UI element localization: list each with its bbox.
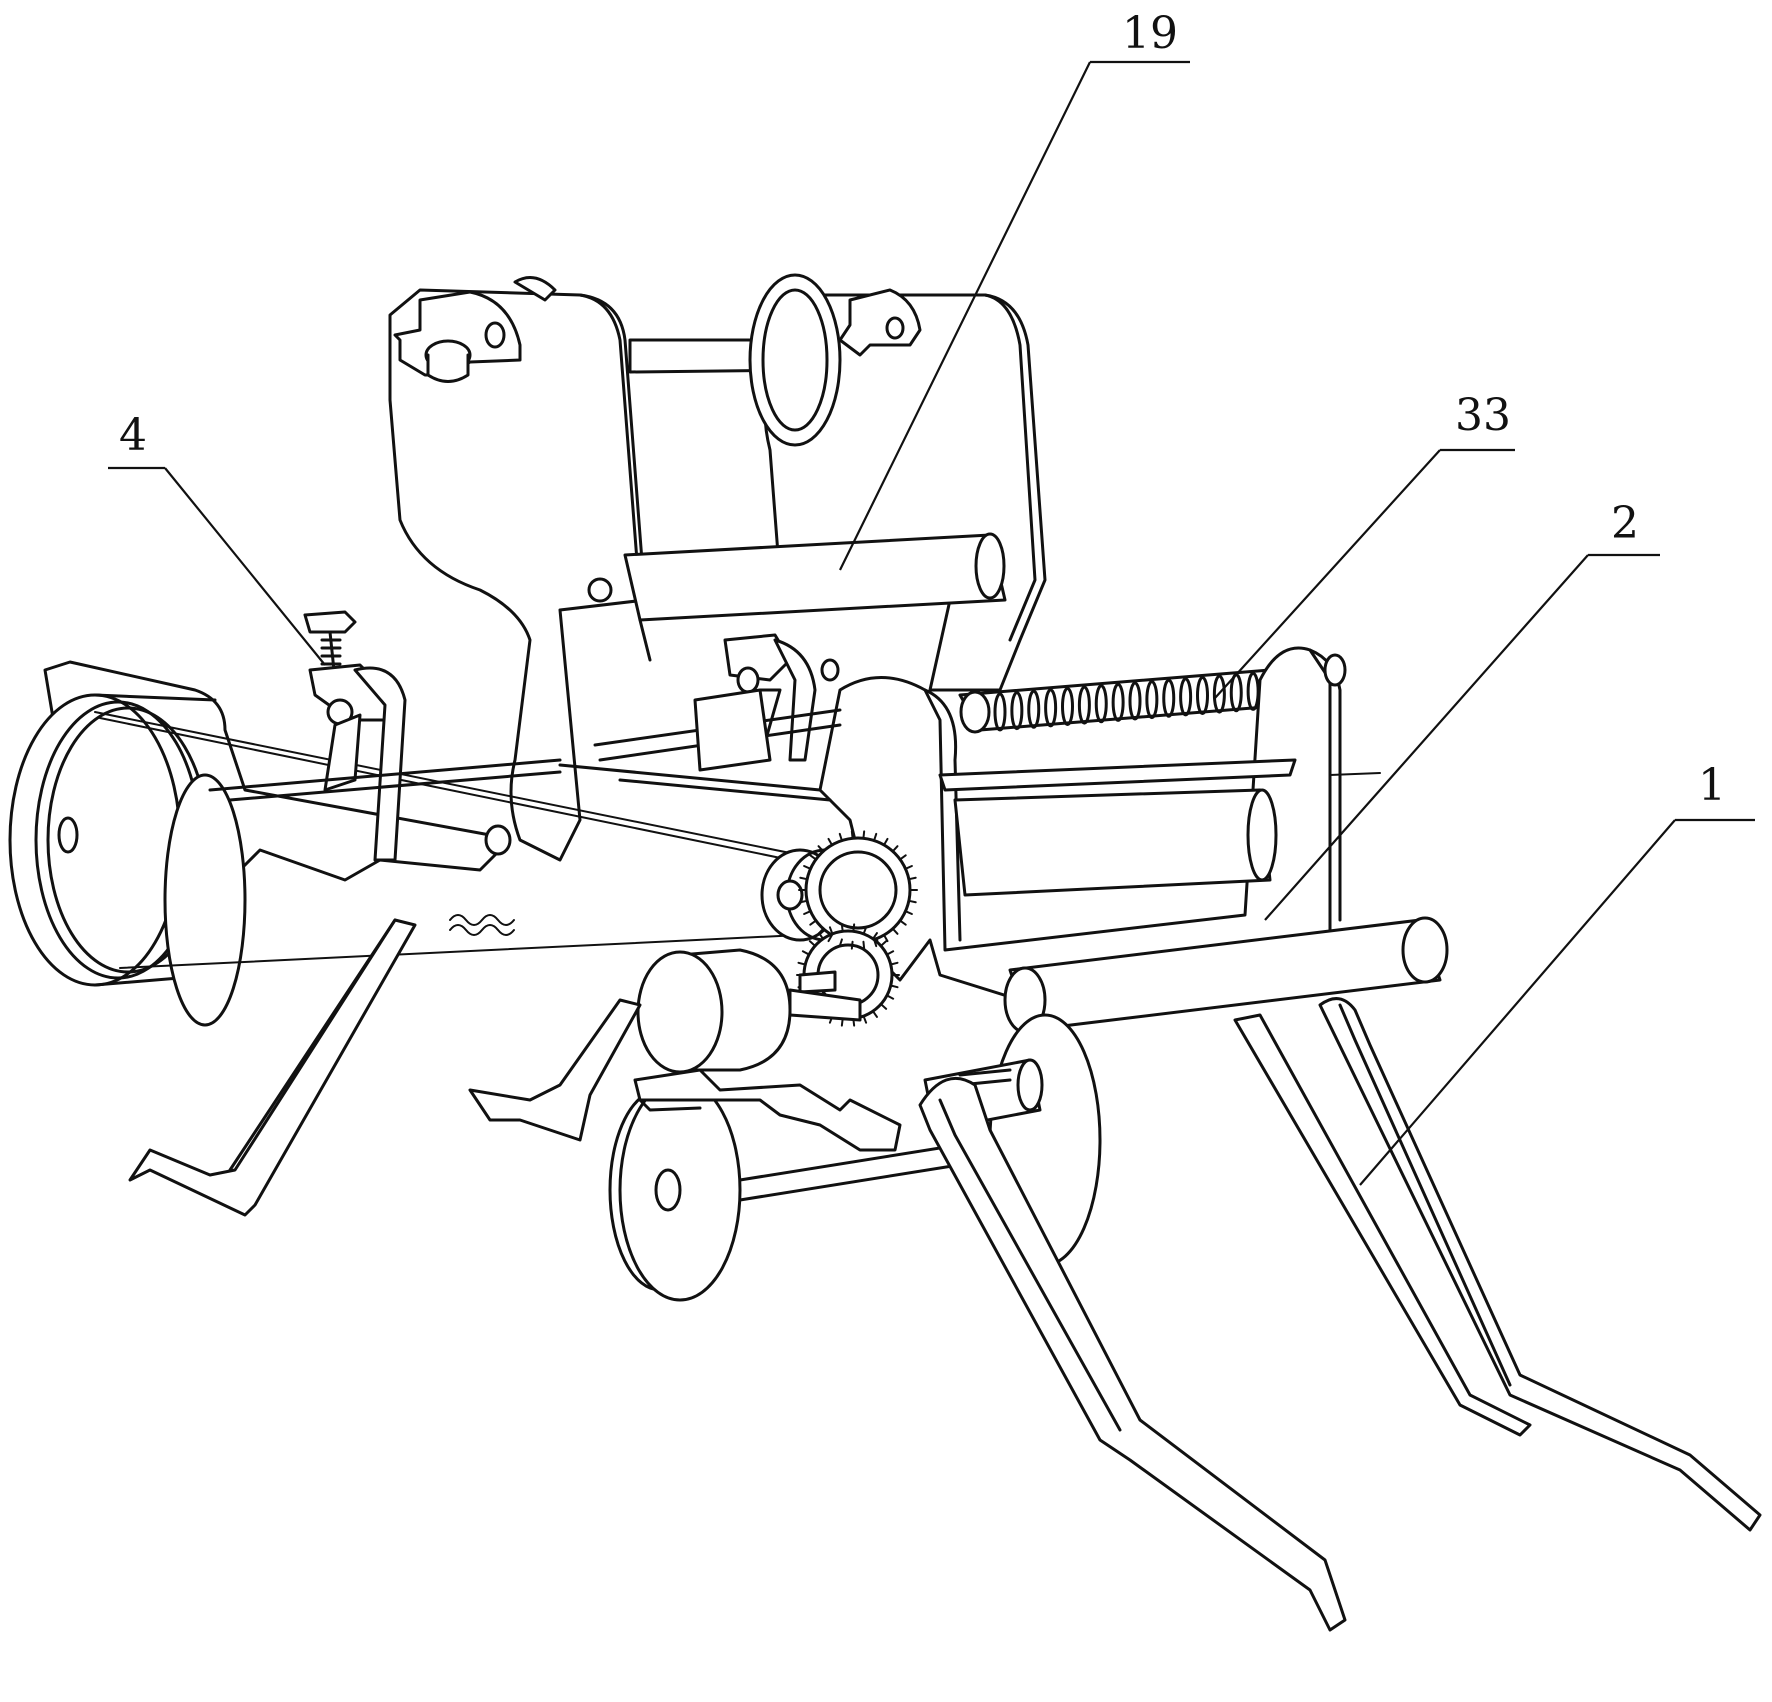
spring-coil — [1128, 681, 1142, 721]
gear-tooth — [889, 984, 899, 989]
gear-tooth — [803, 865, 812, 870]
gear-tooth — [817, 845, 825, 853]
spring-coil — [1145, 680, 1159, 720]
rear-left-leg — [128, 918, 417, 1217]
gear-tooth — [862, 940, 866, 950]
spring-shaft-33 — [958, 668, 1292, 734]
gear-pulley — [760, 830, 918, 1027]
gear-tooth — [799, 876, 809, 881]
gear-tooth — [871, 932, 878, 940]
spring-coil — [993, 692, 1007, 732]
gear-tooth — [809, 919, 817, 926]
spring-coil — [1061, 687, 1074, 726]
gear-tooth — [838, 938, 843, 948]
spring-coil — [1179, 677, 1193, 717]
label-33: 33 — [1214, 390, 1515, 699]
label-2-text: 2 — [1611, 498, 1639, 549]
drive-belt — [94, 711, 801, 969]
small-spring — [449, 914, 515, 936]
gear-tooth — [907, 876, 917, 881]
gear-tooth — [818, 932, 825, 940]
gear-tooth — [828, 926, 834, 935]
cross-tube-19 — [623, 532, 1007, 662]
gear-tooth — [809, 854, 817, 861]
gear-tooth — [852, 923, 856, 933]
gear-tooth — [889, 961, 899, 966]
spring-coil — [1196, 676, 1209, 715]
lower-cross-tube — [1003, 916, 1449, 1034]
gear-tooth — [904, 865, 913, 870]
label-19-text: 19 — [1122, 8, 1178, 59]
spring-coil — [1044, 688, 1058, 728]
adjust-screw-assembly-4 — [303, 610, 407, 862]
label-4-text: 4 — [119, 410, 147, 461]
gear-tooth — [879, 940, 888, 947]
gear-tooth — [899, 854, 907, 861]
spring-coil — [1111, 682, 1125, 722]
cutting-blade — [938, 758, 1381, 792]
gear-tooth — [850, 830, 854, 840]
gear-tooth — [891, 927, 899, 935]
gear-tooth — [838, 832, 843, 842]
label-2: 2 — [1264, 498, 1660, 921]
gear-tooth — [803, 910, 812, 915]
gear-tooth — [797, 961, 807, 966]
gear-tooth — [885, 994, 895, 1000]
label-33-text: 33 — [1455, 390, 1511, 441]
gear-tooth — [827, 934, 833, 943]
front-left-leg — [918, 1076, 1347, 1632]
gear-tooth — [873, 832, 878, 842]
gear-tooth — [801, 950, 811, 956]
gear-tooth — [904, 910, 913, 915]
gear-tooth — [907, 899, 917, 904]
lower-left-wheel — [608, 1078, 992, 1302]
spring-coil — [1212, 674, 1226, 714]
gear-tooth — [862, 1015, 868, 1024]
label-1-text: 1 — [1698, 760, 1726, 811]
label-4: 4 — [108, 410, 326, 666]
gear-tooth — [871, 1010, 878, 1018]
gear-tooth — [899, 919, 907, 926]
rear-side-plate — [388, 288, 647, 862]
gear-tooth — [883, 837, 889, 846]
spring-coil — [1077, 685, 1091, 725]
gear-tooth — [883, 934, 889, 943]
roller-2 — [953, 788, 1278, 897]
spring-coil — [1094, 684, 1108, 724]
spring-coil — [1027, 689, 1041, 729]
label-1: 1 — [1359, 760, 1755, 1186]
gear-tooth — [873, 938, 878, 948]
front-right-leg — [1233, 997, 1762, 1532]
gear-tooth — [827, 837, 833, 846]
gear-tooth — [799, 899, 809, 904]
rear-center-leg — [468, 998, 642, 1142]
center-rails — [208, 688, 842, 856]
label-19: 19 — [839, 8, 1190, 571]
spring-coil — [1010, 691, 1024, 731]
gear-tooth — [850, 940, 854, 950]
spring-coil — [1162, 678, 1176, 718]
gear-tooth — [862, 926, 868, 935]
gear-tooth — [891, 845, 899, 853]
upper-right-bracket — [838, 288, 922, 357]
gear-tooth — [808, 940, 817, 947]
upper-left-bracket — [393, 276, 557, 383]
gear-tooth — [885, 950, 895, 956]
gear-tooth — [879, 1003, 888, 1010]
gear-tooth — [862, 830, 866, 840]
gear-tooth — [840, 923, 844, 933]
lower-hook-bracket — [633, 1068, 902, 1152]
upper-flange-disc — [748, 273, 842, 447]
